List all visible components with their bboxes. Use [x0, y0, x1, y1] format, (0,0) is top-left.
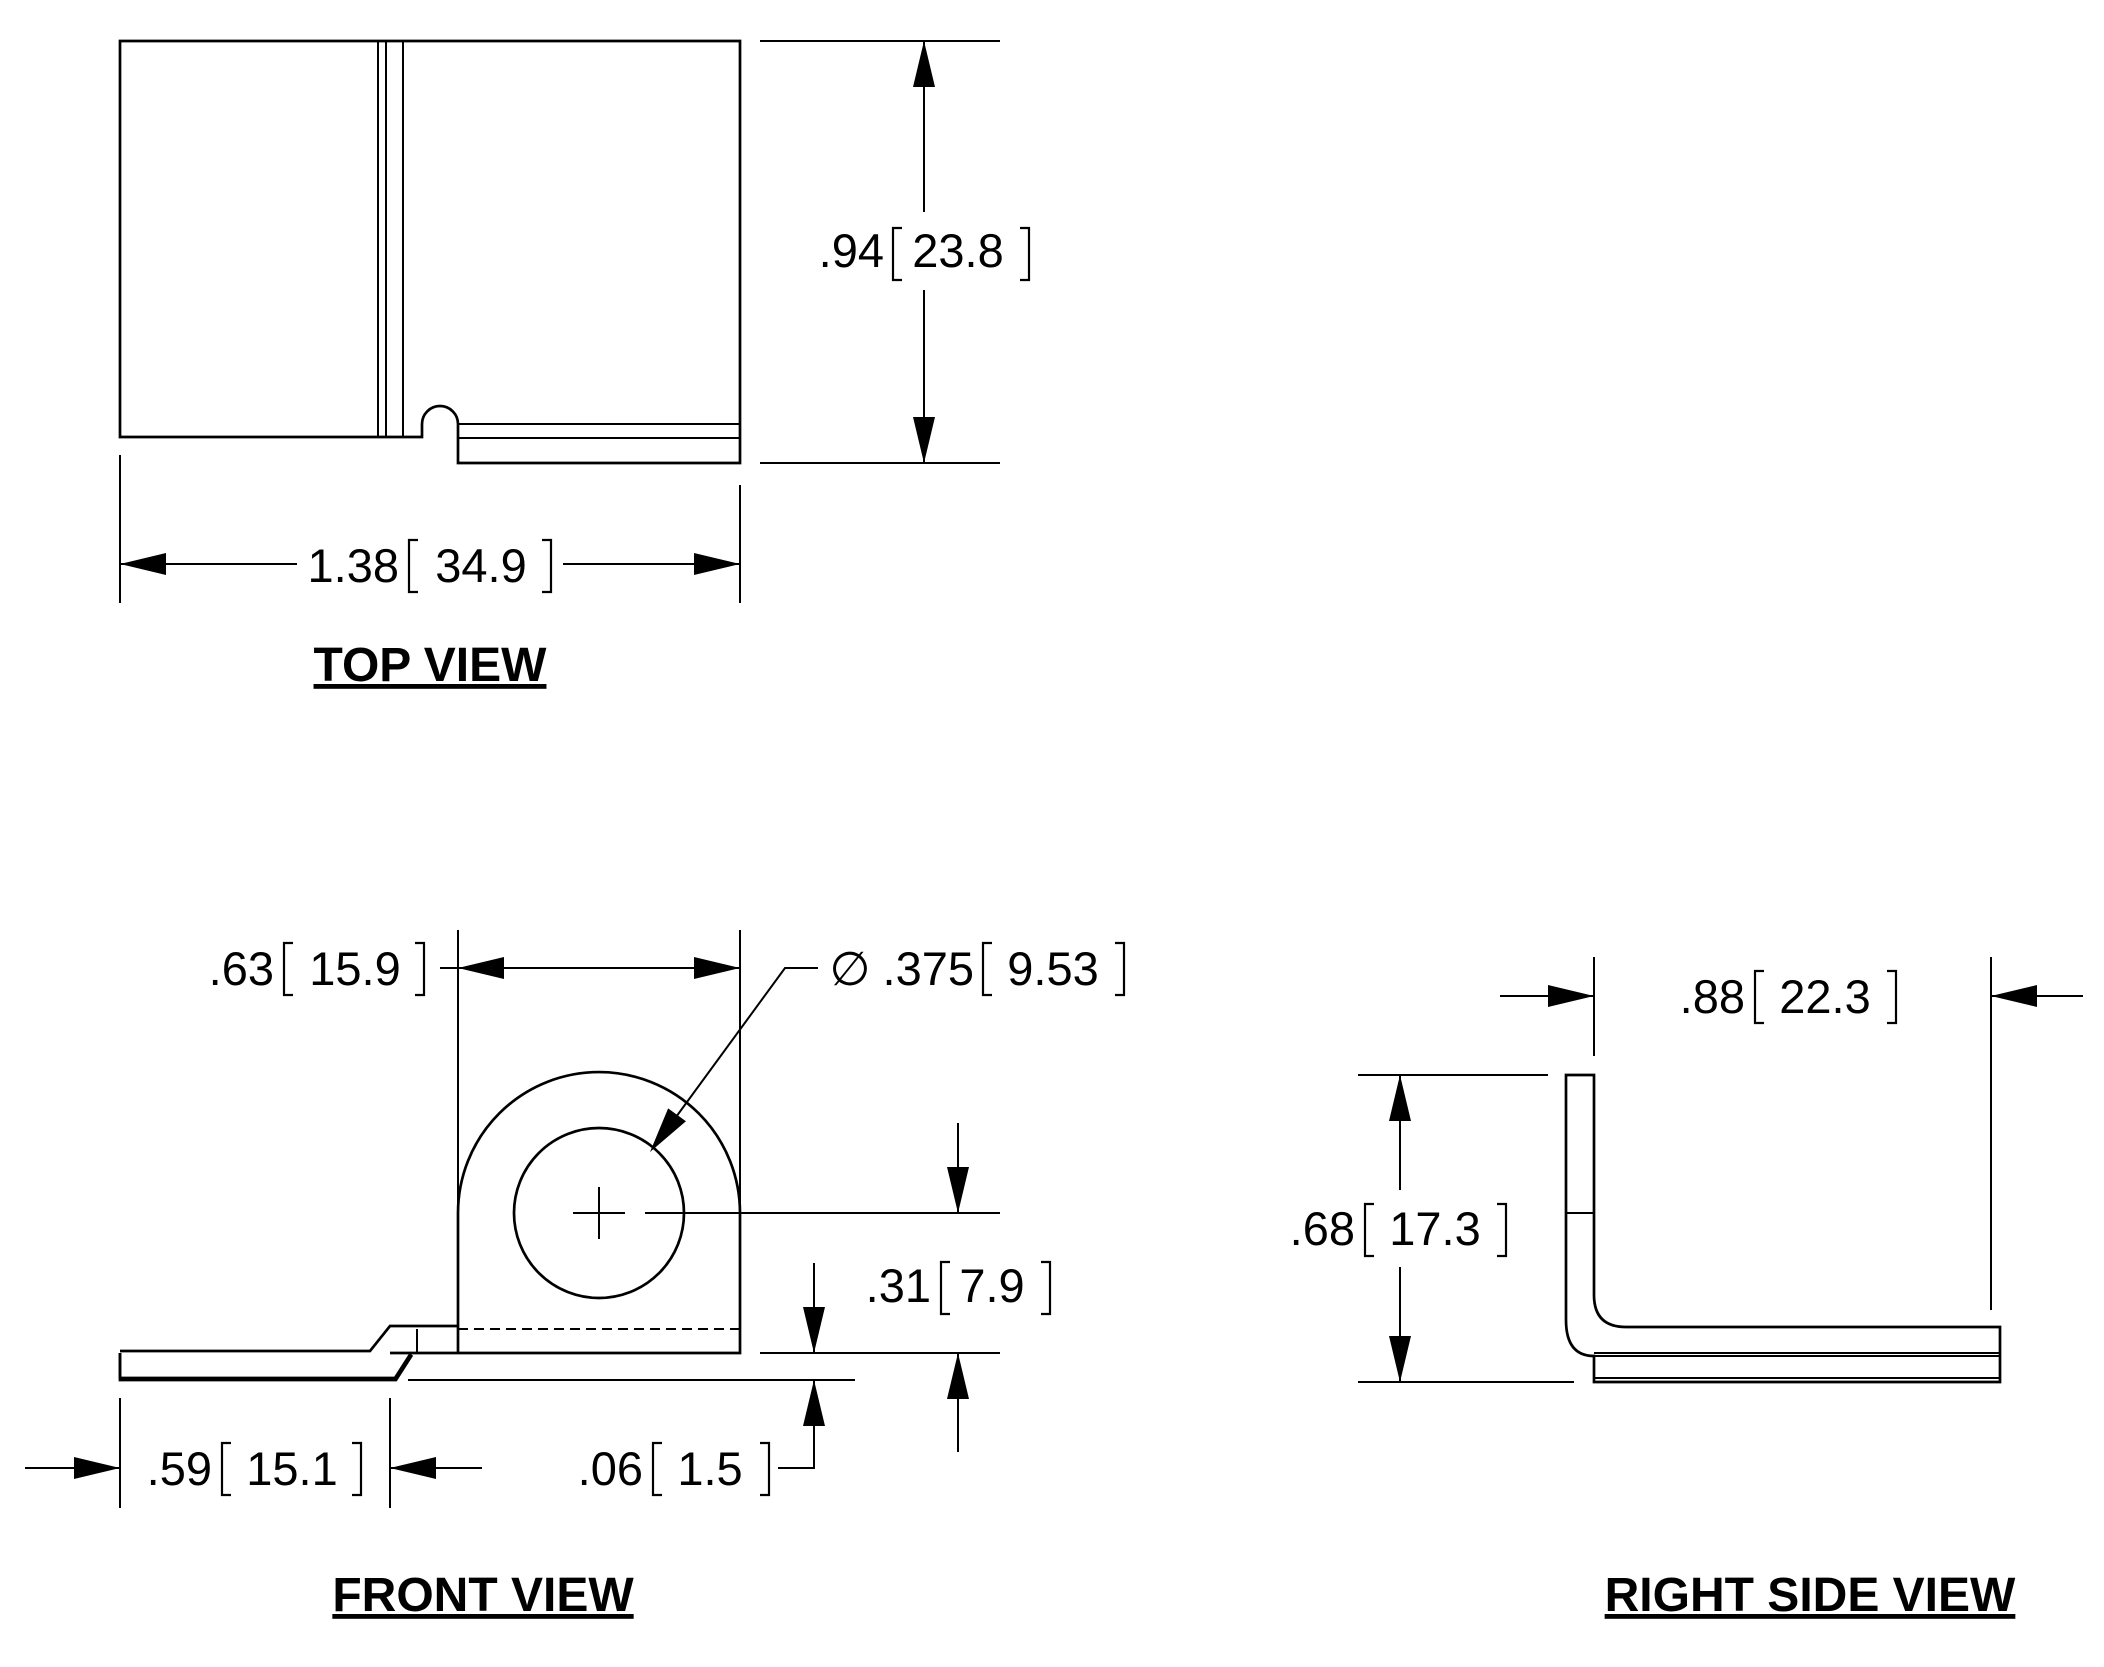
hole-diameter-symbol: ∅: [830, 942, 871, 995]
top-view-outline: [118, 39, 742, 465]
top-height-mm: 23.8: [912, 224, 1003, 277]
hole-center-mm: 7.9: [959, 1259, 1024, 1312]
front-view-title: FRONT VIEW: [332, 1569, 634, 1622]
side-height-inch: .68: [1290, 1202, 1355, 1255]
hole-diameter-mm: 9.53: [1007, 942, 1098, 995]
hole-diameter-inch: .375: [883, 942, 974, 995]
top-width-dimension: 1.38 34.9: [119, 455, 741, 603]
top-width-inch: 1.38: [308, 539, 399, 592]
top-view: .94 23.8 1.38 34.9 TOP VIEW: [118, 39, 1031, 692]
tab-width-dimension: .63 15.9: [209, 930, 741, 1326]
right-side-view: .88 22.3 .68 17.3 RIGHT SIDE VIEW: [1290, 957, 2083, 1622]
side-height-dimension: .68 17.3: [1290, 1074, 1574, 1383]
top-view-title: TOP VIEW: [314, 639, 548, 692]
tab-width-inch: .63: [209, 942, 274, 995]
right-side-view-outline: [1564, 1073, 2002, 1384]
tab-width-mm: 15.9: [309, 942, 400, 995]
hole-diameter-callout: ∅ .375 9.53: [641, 941, 1126, 1159]
foot-length-inch: .59: [147, 1442, 212, 1495]
side-width-dimension: .88 22.3: [1500, 957, 2083, 1310]
side-height-mm: 17.3: [1389, 1202, 1480, 1255]
side-width-inch: .88: [1680, 970, 1745, 1023]
top-height-inch: .94: [819, 224, 884, 277]
hole-center-dimension: .31 7.9: [645, 1123, 1052, 1452]
thickness-inch: .06: [578, 1442, 643, 1495]
top-width-mm: 34.9: [435, 539, 526, 592]
foot-length-mm: 15.1: [246, 1442, 337, 1495]
front-view: .63 15.9 ∅ .375 9.53 .31 7.9: [25, 930, 1126, 1622]
right-side-view-title: RIGHT SIDE VIEW: [1605, 1569, 2016, 1622]
front-view-outline: [118, 1070, 742, 1382]
thickness-dimension: .06 1.5: [408, 1263, 855, 1497]
thickness-mm: 1.5: [677, 1442, 742, 1495]
foot-length-dimension: .59 15.1: [25, 1398, 482, 1508]
hole-center-inch: .31: [866, 1259, 931, 1312]
side-width-mm: 22.3: [1779, 970, 1870, 1023]
top-height-dimension: .94 23.8: [760, 40, 1031, 464]
